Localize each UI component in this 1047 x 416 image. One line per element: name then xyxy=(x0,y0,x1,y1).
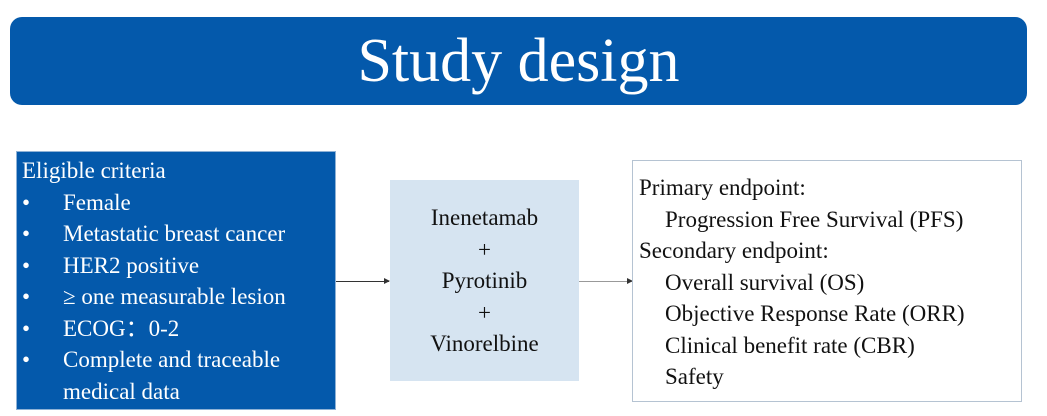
secondary-endpoint: Overall survival (OS) xyxy=(665,269,865,295)
primary-endpoint-label: Primary endpoint: xyxy=(639,175,806,200)
secondary-endpoint: Clinical benefit rate (CBR) xyxy=(665,332,915,358)
title-banner: Study design xyxy=(10,17,1027,105)
list-item: •≥ one measurable lesion xyxy=(22,281,335,313)
arrow-to-treatment xyxy=(336,278,390,284)
bullet: • xyxy=(22,252,31,278)
endpoints-box: Primary endpoint: Progression Free Survi… xyxy=(632,160,1022,402)
plus-sign: + xyxy=(478,236,491,262)
bullet: • xyxy=(22,189,31,215)
list-item: •Metastatic breast cancer xyxy=(22,218,335,250)
list-item: •Female xyxy=(22,187,335,219)
drug-3: Vinorelbine xyxy=(430,331,539,356)
primary-endpoint: Progression Free Survival (PFS) xyxy=(665,206,964,232)
list-item: •ECOG：0-2 xyxy=(22,313,335,345)
secondary-endpoint-label: Secondary endpoint: xyxy=(639,238,829,263)
treatment-box: Inenetamab + Pyrotinib + Vinorelbine xyxy=(390,180,579,381)
secondary-endpoint: Objective Response Rate (ORR) xyxy=(665,301,965,326)
bullet: • xyxy=(22,315,31,341)
page-title: Study design xyxy=(357,27,680,95)
eligibility-box: Eligible criteria •Female •Metastatic br… xyxy=(16,151,336,410)
plus-sign: + xyxy=(478,299,491,325)
bullet: • xyxy=(22,347,31,372)
bullet: • xyxy=(22,284,31,309)
bullet: • xyxy=(22,221,31,246)
list-item: •HER2 positive xyxy=(22,250,335,282)
secondary-endpoint: Safety xyxy=(665,364,724,389)
drug-1: Inenetamab xyxy=(430,205,539,230)
arrow-to-endpoints xyxy=(579,278,633,284)
drug-2: Pyrotinib xyxy=(441,268,528,293)
list-item: •Complete and traceable medical data xyxy=(22,344,335,407)
eligibility-heading: Eligible criteria xyxy=(22,158,166,183)
